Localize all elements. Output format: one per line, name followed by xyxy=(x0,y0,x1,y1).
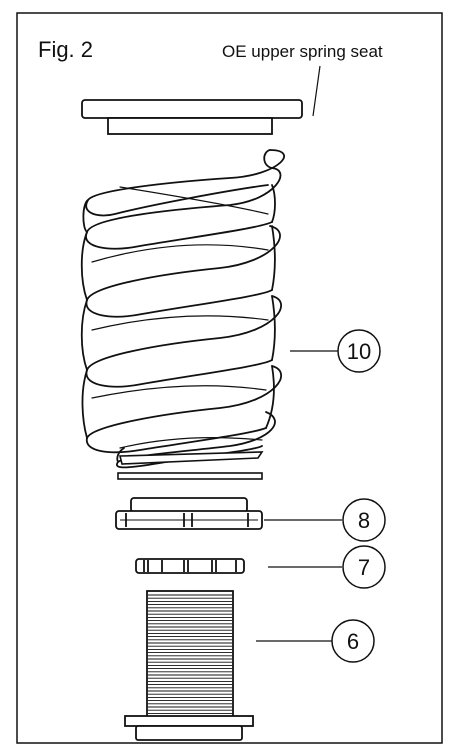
lock-ring xyxy=(135,558,245,574)
upper-seat-label: OE upper spring seat xyxy=(222,42,383,61)
callout-10-number: 10 xyxy=(347,339,371,364)
upper-seat-leader xyxy=(312,65,321,117)
callout-8-number: 8 xyxy=(358,508,370,533)
callout-7-circle xyxy=(342,545,386,589)
upper-spring-seat xyxy=(81,99,303,135)
spring-seat-nut xyxy=(115,497,263,530)
spring-end-coil xyxy=(118,451,264,465)
figure-title: Fig. 2 xyxy=(38,37,93,62)
threaded-sleeve xyxy=(124,590,254,741)
spacer-disc xyxy=(117,472,263,480)
coil-spring xyxy=(80,149,285,469)
callout-7-number: 7 xyxy=(358,555,370,580)
callout-10-circle xyxy=(337,329,381,373)
figure-border xyxy=(16,12,443,744)
callout-6-number: 6 xyxy=(347,629,359,654)
callout-6-circle xyxy=(331,619,375,663)
callout-8-circle xyxy=(342,498,386,542)
